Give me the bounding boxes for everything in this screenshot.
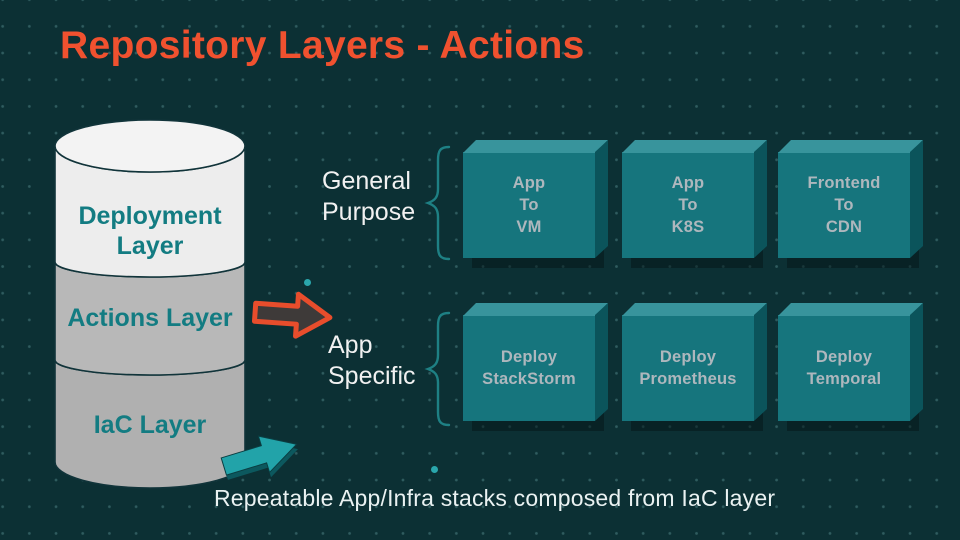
action-box-label-line: To <box>519 196 539 214</box>
cylinder-label-actions-layer: Actions Layer <box>55 303 245 333</box>
action-box-top-face <box>463 303 608 316</box>
curly-brace-icon <box>424 145 451 261</box>
action-box-deploy-stackstorm: Deploy StackStorm <box>463 303 608 421</box>
action-box-front: Deploy StackStorm <box>463 315 595 421</box>
cylinder-label-iac-layer: IaC Layer <box>55 410 245 440</box>
page-title: Repository Layers - Actions <box>60 24 585 67</box>
action-box-side-face <box>910 303 923 421</box>
group-label-line: App <box>328 331 373 359</box>
action-box-side-face <box>595 303 608 421</box>
caption-text: Repeatable App/Infra stacks composed fro… <box>214 485 776 511</box>
action-box-front: Deploy Prometheus <box>622 315 754 421</box>
group-label-line: Specific <box>328 362 416 390</box>
group-label-line: General <box>322 167 411 195</box>
actions-flow-arrow-icon <box>251 291 333 339</box>
action-box-frontend-to-cdn: Frontend To CDN <box>778 140 923 258</box>
action-box-label-line: Frontend <box>807 174 881 192</box>
action-box-label-line: CDN <box>825 218 863 236</box>
compose-arrow-icon <box>220 435 298 480</box>
action-box-label-line: App <box>671 174 705 192</box>
cylinder-label-line: Actions Layer <box>67 304 233 332</box>
action-box-label-line: Deploy <box>500 348 558 366</box>
action-box-label-line: Deploy <box>659 348 717 366</box>
action-box-front: App To VM <box>463 152 595 258</box>
action-box-label-line: StackStorm <box>482 370 576 388</box>
accent-dot <box>431 466 438 473</box>
action-box-label-line: To <box>678 196 698 214</box>
action-box-top-face <box>622 140 767 153</box>
action-box-label-line: VM <box>516 218 542 236</box>
cylinder-top-ellipse <box>54 119 246 173</box>
action-box-front: Deploy Temporal <box>778 315 910 421</box>
group-label-app-specific: App Specific <box>328 330 416 392</box>
action-box-top-face <box>463 140 608 153</box>
group-label-line: Purpose <box>322 198 416 226</box>
action-box-label-line: To <box>834 196 854 214</box>
action-box-top-face <box>778 303 923 316</box>
action-box-app-to-k8s: App To K8S <box>622 140 767 258</box>
action-box-front: Frontend To CDN <box>778 152 910 258</box>
cylinder-label-deployment-layer: Deployment Layer <box>55 201 245 261</box>
action-box-label-line: Temporal <box>806 370 882 388</box>
curly-brace-icon <box>424 311 451 427</box>
action-box-side-face <box>754 140 767 258</box>
cylinder-label-line: IaC Layer <box>93 411 207 439</box>
action-box-deploy-prometheus: Deploy Prometheus <box>622 303 767 421</box>
action-box-side-face <box>910 140 923 258</box>
action-box-top-face <box>622 303 767 316</box>
cylinder-label-line: Deployment <box>78 202 222 230</box>
action-box-label-line: App <box>512 174 546 192</box>
group-label-general-purpose: General Purpose <box>322 166 415 228</box>
action-box-label-line: Prometheus <box>639 370 737 388</box>
repository-layers-cylinder <box>54 119 246 489</box>
action-box-top-face <box>778 140 923 153</box>
accent-dot <box>304 279 311 286</box>
action-box-deploy-temporal: Deploy Temporal <box>778 303 923 421</box>
action-box-label-line: K8S <box>671 218 705 236</box>
cylinder-label-line: Layer <box>116 232 184 260</box>
action-box-label-line: Deploy <box>815 348 873 366</box>
action-box-side-face <box>754 303 767 421</box>
action-box-side-face <box>595 140 608 258</box>
action-box-app-to-vm: App To VM <box>463 140 608 258</box>
action-box-front: App To K8S <box>622 152 754 258</box>
